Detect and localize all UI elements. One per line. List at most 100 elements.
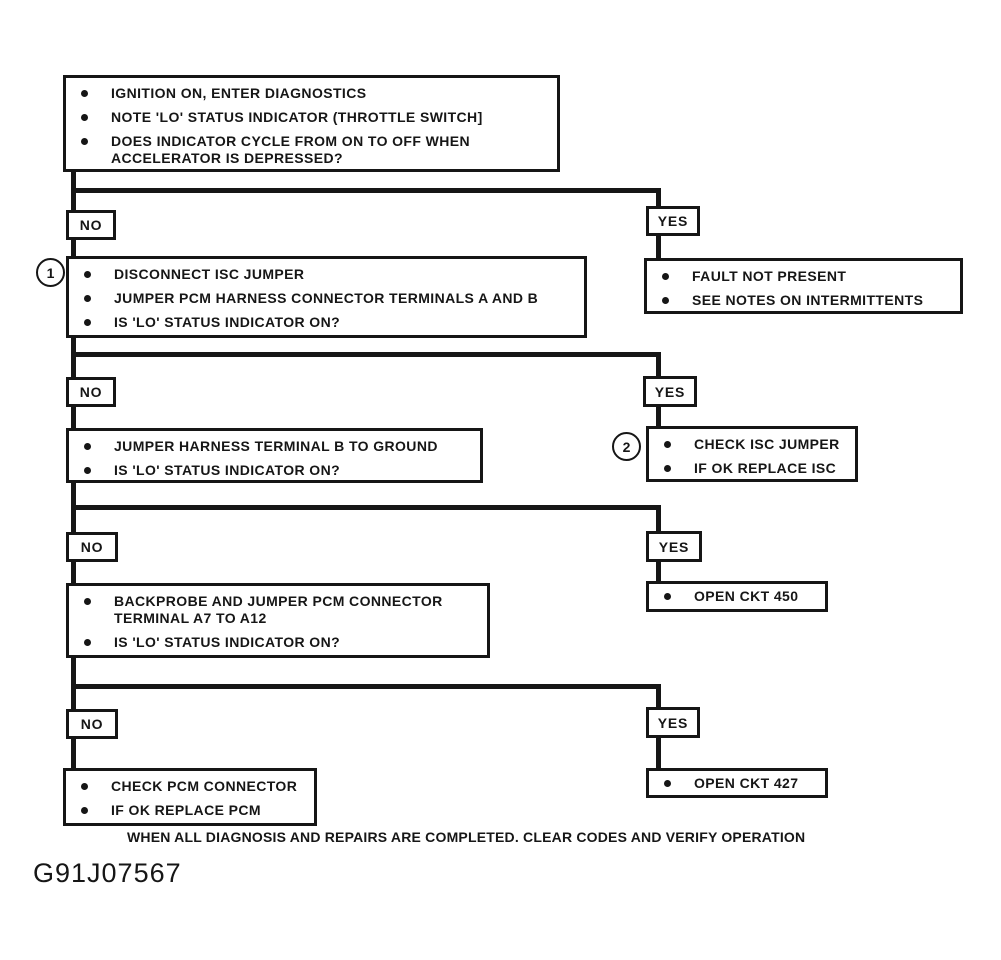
connector-line: [656, 735, 661, 770]
step-text: OPEN CKT 427: [694, 774, 799, 791]
step-text: DOES INDICATOR CYCLE FROM ON TO OFF WHEN…: [111, 133, 470, 166]
step-text: CHECK PCM CONNECTOR: [111, 778, 298, 794]
bullet-item: CHECK ISC JUMPER: [664, 436, 851, 453]
bullet-icon: [84, 319, 91, 326]
yes-branch-label-2: YES: [643, 376, 697, 407]
connector-line: [656, 559, 661, 583]
bullet-icon: [84, 443, 91, 450]
bullet-item: IS 'LO' STATUS INDICATOR ON?: [84, 462, 476, 479]
node-jumper-terminal-b-ground: JUMPER HARNESS TERMINAL B TO GROUND IS '…: [66, 428, 483, 483]
bullet-item: OPEN CKT 450: [664, 588, 821, 605]
node-check-isc-jumper: CHECK ISC JUMPER IF OK REPLACE ISC: [646, 426, 858, 482]
step-text: IF OK REPLACE PCM: [111, 802, 261, 818]
step-text: IGNITION ON, ENTER DIAGNOSTICS: [111, 85, 367, 101]
bullet-item: IS 'LO' STATUS INDICATOR ON?: [84, 634, 483, 651]
bullet-icon: [81, 783, 88, 790]
connector-line: [656, 684, 661, 709]
no-branch-label-1: NO: [66, 210, 116, 240]
callout-number: 1: [46, 264, 55, 281]
bullet-item: JUMPER PCM HARNESS CONNECTOR TERMINALS A…: [84, 290, 580, 307]
step-text: IS 'LO' STATUS INDICATOR ON?: [114, 462, 341, 478]
connector-line: [71, 560, 76, 586]
bullet-icon: [662, 273, 669, 280]
bullet-item: BACKPROBE AND JUMPER PCM CONNECTOR TERMI…: [84, 593, 483, 627]
connector-line: [656, 188, 661, 210]
node-open-ckt-427: OPEN CKT 427: [646, 768, 828, 798]
connector-line: [71, 684, 661, 689]
bullet-icon: [664, 465, 671, 472]
bullet-icon: [81, 807, 88, 814]
footer-note: WHEN ALL DIAGNOSIS AND REPAIRS ARE COMPL…: [127, 829, 806, 845]
step-text: IF OK REPLACE ISC: [694, 460, 837, 476]
step-text: SEE NOTES ON INTERMITTENTS: [692, 292, 924, 308]
bullet-item: IF OK REPLACE ISC: [664, 460, 851, 477]
branch-label-text: NO: [80, 716, 104, 732]
bullet-icon: [81, 90, 88, 97]
step-text: IS 'LO' STATUS INDICATOR ON?: [114, 634, 341, 650]
branch-label-text: NO: [79, 384, 103, 400]
bullet-item: IGNITION ON, ENTER DIAGNOSTICS: [81, 85, 553, 102]
step-text: JUMPER PCM HARNESS CONNECTOR TERMINALS A…: [114, 290, 539, 306]
bullet-icon: [84, 295, 91, 302]
connector-line: [71, 334, 76, 380]
branch-label-text: YES: [658, 538, 690, 555]
connector-line: [656, 505, 661, 533]
yes-branch-label-3: YES: [646, 531, 702, 562]
bullet-icon: [664, 779, 671, 787]
bullet-icon: [662, 297, 669, 304]
step-text: NOTE 'LO' STATUS INDICATOR (THROTTLE SWI…: [111, 109, 483, 125]
connector-line: [71, 656, 76, 711]
bullet-icon: [84, 598, 91, 605]
connector-line: [656, 352, 661, 378]
bullet-icon: [664, 593, 671, 600]
branch-label-text: YES: [654, 383, 686, 400]
step-text: BACKPROBE AND JUMPER PCM CONNECTOR TERMI…: [114, 593, 443, 626]
bullet-item: DOES INDICATOR CYCLE FROM ON TO OFF WHEN…: [81, 133, 553, 167]
branch-label-text: YES: [657, 213, 689, 229]
bullet-icon: [84, 271, 91, 278]
figure-id: G91J07567: [33, 858, 182, 888]
branch-label-text: YES: [657, 714, 689, 731]
yes-branch-label-1: YES: [646, 206, 700, 236]
no-branch-label-3: NO: [66, 532, 118, 562]
step-text: CHECK ISC JUMPER: [694, 436, 840, 452]
node-check-pcm-connector: CHECK PCM CONNECTOR IF OK REPLACE PCM: [63, 768, 317, 826]
connector-line: [656, 234, 661, 260]
connector-line: [71, 188, 661, 193]
start-node: IGNITION ON, ENTER DIAGNOSTICS NOTE 'LO'…: [63, 75, 560, 172]
node-fault-not-present: FAULT NOT PRESENT SEE NOTES ON INTERMITT…: [644, 258, 963, 314]
step-text: OPEN CKT 450: [694, 588, 799, 604]
bullet-item: IF OK REPLACE PCM: [81, 802, 310, 819]
callout-circle-1: 1: [36, 258, 65, 287]
bullet-icon: [81, 138, 88, 145]
branch-label-text: NO: [80, 539, 104, 555]
yes-branch-label-4: YES: [646, 707, 700, 738]
bullet-icon: [84, 639, 91, 646]
step-text: IS 'LO' STATUS INDICATOR ON?: [114, 314, 341, 330]
bullet-item: IS 'LO' STATUS INDICATOR ON?: [84, 314, 580, 331]
connector-line: [71, 238, 76, 258]
bullet-item: JUMPER HARNESS TERMINAL B TO GROUND: [84, 438, 476, 455]
connector-line: [71, 737, 76, 770]
connector-line: [71, 352, 661, 357]
branch-label-text: NO: [79, 217, 103, 233]
node-disconnect-isc-jumper: DISCONNECT ISC JUMPER JUMPER PCM HARNESS…: [66, 256, 587, 338]
bullet-item: FAULT NOT PRESENT: [662, 268, 956, 285]
bullet-item: OPEN CKT 427: [664, 775, 821, 792]
connector-line: [71, 405, 76, 430]
bullet-item: CHECK PCM CONNECTOR: [81, 778, 310, 795]
bullet-icon: [84, 467, 91, 474]
callout-number: 2: [622, 438, 631, 455]
bullet-item: NOTE 'LO' STATUS INDICATOR (THROTTLE SWI…: [81, 109, 553, 126]
bullet-icon: [81, 114, 88, 121]
node-backprobe-jumper-pcm: BACKPROBE AND JUMPER PCM CONNECTOR TERMI…: [66, 583, 490, 658]
connector-line: [71, 505, 661, 510]
node-open-ckt-450: OPEN CKT 450: [646, 581, 828, 612]
step-text: DISCONNECT ISC JUMPER: [114, 266, 305, 282]
step-text: FAULT NOT PRESENT: [692, 268, 847, 284]
bullet-item: DISCONNECT ISC JUMPER: [84, 266, 580, 283]
bullet-item: SEE NOTES ON INTERMITTENTS: [662, 292, 956, 309]
bullet-icon: [664, 441, 671, 448]
step-text: JUMPER HARNESS TERMINAL B TO GROUND: [114, 438, 438, 454]
